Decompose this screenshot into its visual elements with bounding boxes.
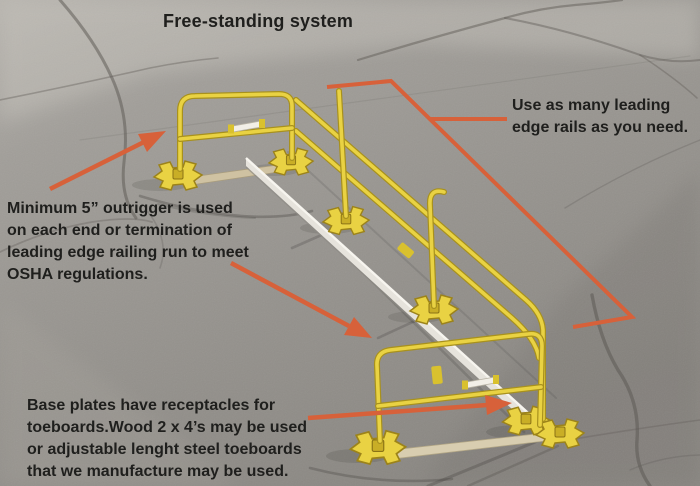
arrow-to-base-plate [307,395,512,421]
white-toeboard-face [246,158,537,432]
guardrail-end-panel-bottom [377,334,542,441]
annotation-leading-edge-rails: Use as many leading edge rails as you ne… [512,97,689,136]
annotation-base-plates: Base plates have receptacles for toeboar… [27,397,308,480]
leading-edge-rail [296,91,543,419]
annotation-outrigger: Minimum 5” outrigger is used on each end… [7,200,249,283]
bracket-leading-edge-run [326,78,637,329]
page-title: Free-standing system [163,11,354,31]
arrow-to-midspan-rail [229,261,372,338]
arrow-to-outrigger [48,131,166,192]
